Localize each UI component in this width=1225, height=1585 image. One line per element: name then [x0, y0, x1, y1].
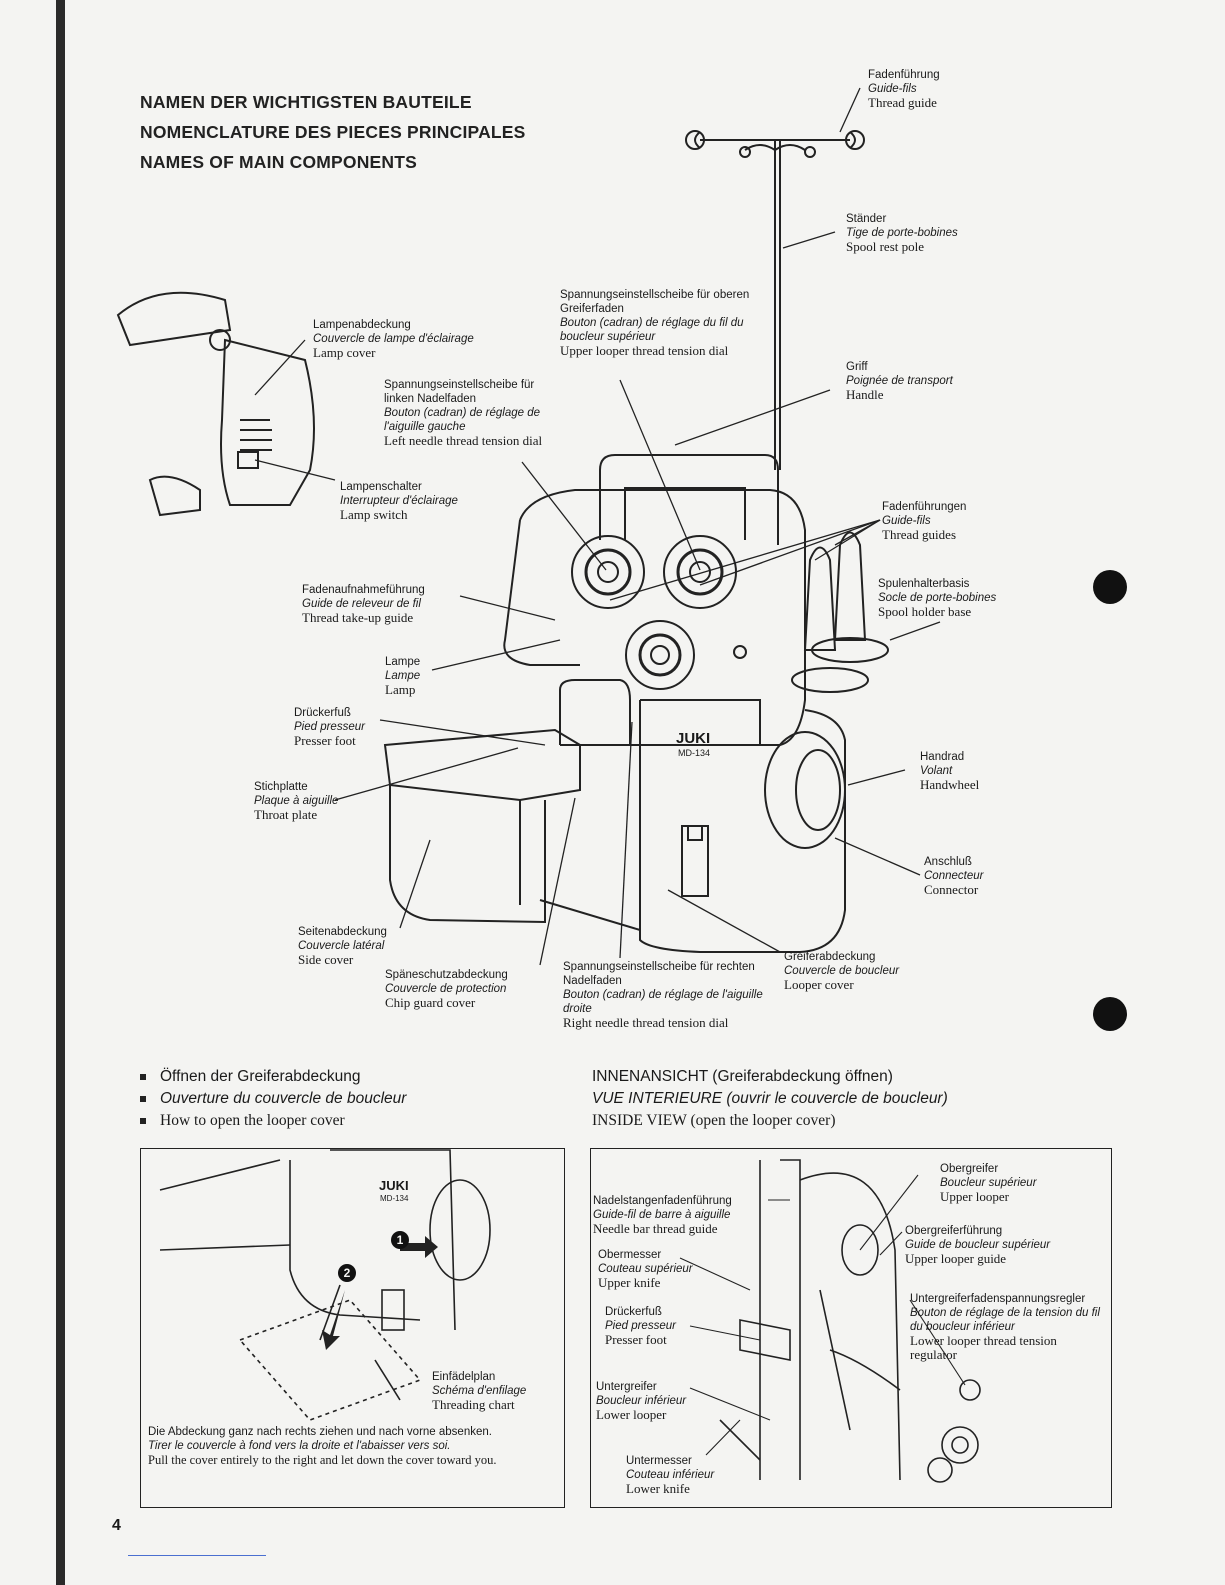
- label-upper-looper-dial: Spannungseinstellscheibe für oberen Grei…: [560, 288, 760, 358]
- footer-rule: [128, 1555, 266, 1556]
- model-label: MD-134: [678, 748, 710, 758]
- brand-logo: JUKI: [676, 730, 710, 747]
- step-2-badge: 2: [338, 1264, 356, 1282]
- open-cover-instructions: Die Abdeckung ganz nach rechts ziehen un…: [148, 1425, 558, 1467]
- figure-brand-logo: JUKI: [379, 1178, 409, 1193]
- punch-hole-bottom: [1093, 997, 1127, 1031]
- punch-hole-top: [1093, 570, 1127, 604]
- step-1-badge: 1: [391, 1231, 409, 1249]
- label-right-needle-dial: Spannungseinstellscheibe für rechten Nad…: [563, 960, 778, 1030]
- figure-model-label: MD-134: [380, 1194, 408, 1203]
- inside-view-heading: INNENANSICHT (Greiferabdeckung öffnen) V…: [592, 1066, 948, 1132]
- page-number: 4: [112, 1517, 121, 1535]
- open-cover-heading: Öffnen der Greiferabdeckung Ouverture du…: [140, 1066, 406, 1132]
- label-left-needle-dial: Spannungseinstellscheibe für linken Nade…: [384, 378, 559, 448]
